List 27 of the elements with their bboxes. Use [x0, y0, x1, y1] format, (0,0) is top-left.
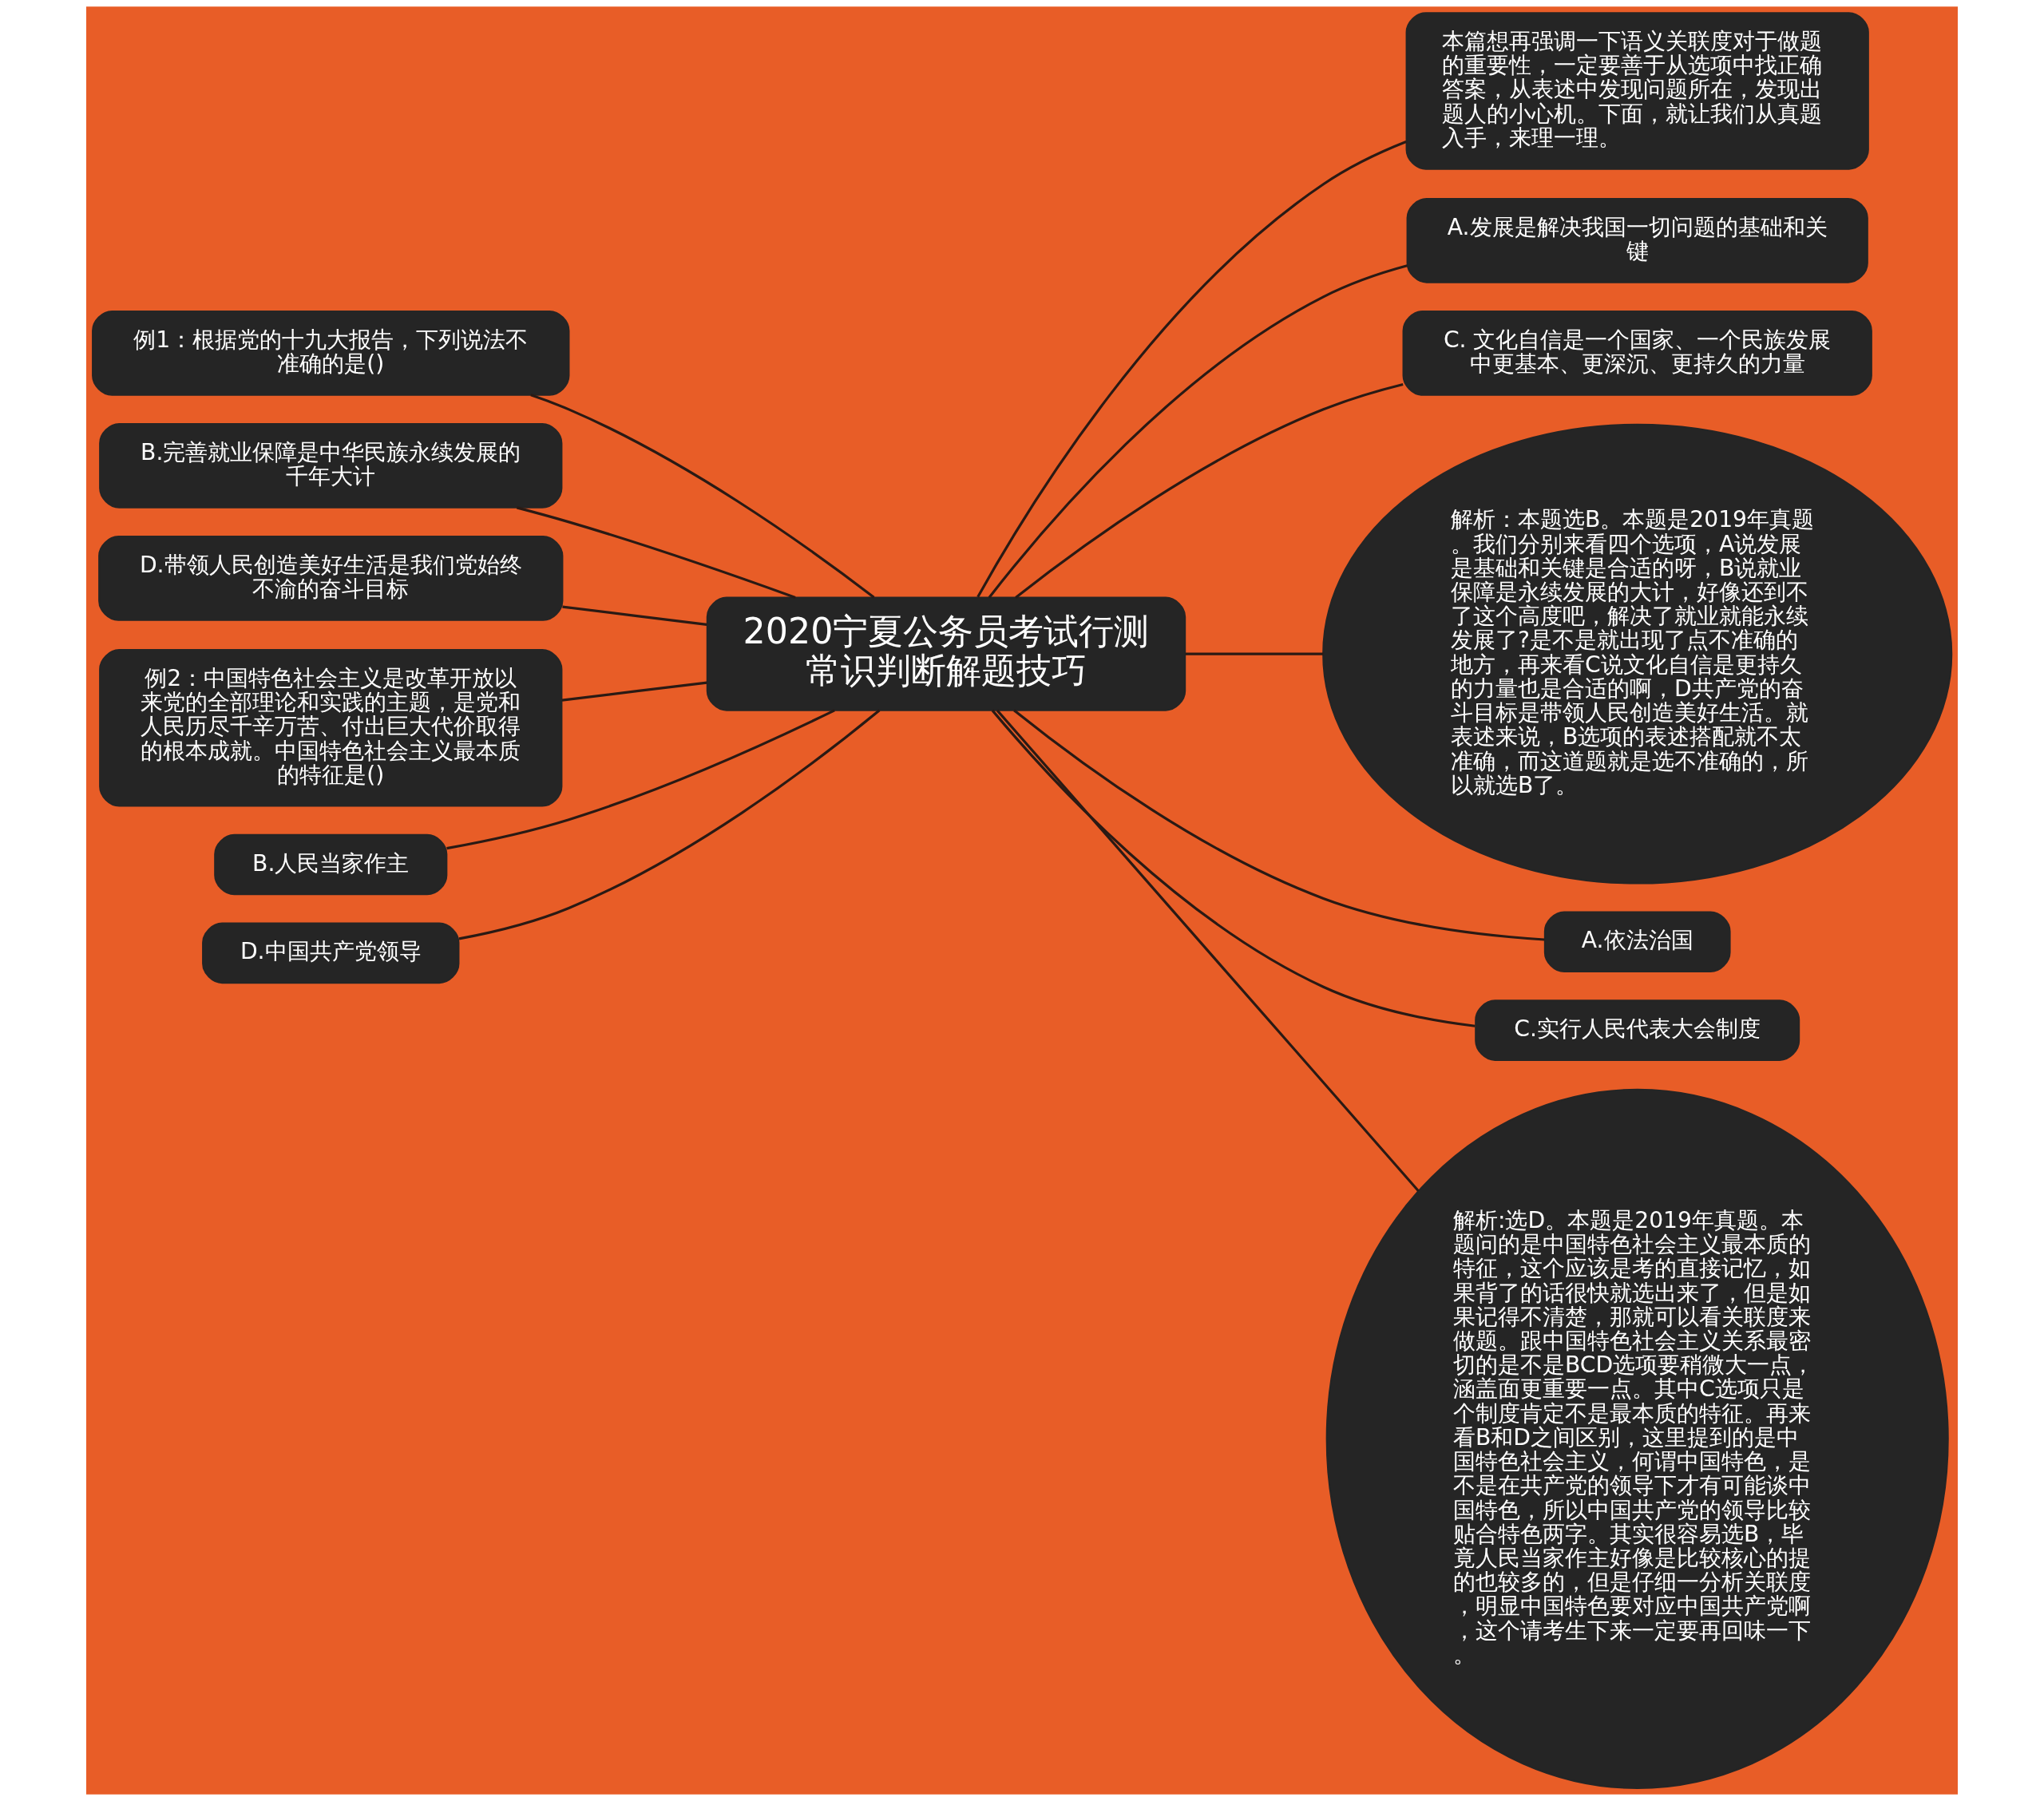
- connector: [530, 394, 875, 599]
- node-box: 2020宁夏公务员考试行测常识判断解题技巧: [706, 596, 1186, 711]
- node-box: A.依法治国: [1543, 911, 1731, 973]
- connector: [991, 709, 1476, 1027]
- connector: [446, 709, 835, 850]
- node-box: A.发展是解决我国一切问题的基础和关键: [1406, 197, 1868, 283]
- connector: [976, 141, 1407, 598]
- connector: [561, 681, 707, 702]
- node-box: B.完善就业保障是中华民族永续发展的千年大计: [99, 423, 563, 509]
- node-box: D.中国共产党领导: [202, 922, 460, 984]
- node-box: 例2：中国特色社会主义是改革开放以来党的全部理论和实践的主题，是党和人民历尽千辛万苦、付出巨大代价取得的根本成就。中国特色社会主义最本质的特征是(): [99, 649, 563, 807]
- connector: [562, 605, 707, 626]
- connector: [988, 264, 1408, 599]
- connector: [996, 709, 1420, 1192]
- node-box: D.带领人民创造美好生活是我们党始终不渝的奋斗目标: [98, 536, 564, 621]
- connector: [458, 709, 881, 940]
- node-box: B.人民当家作主: [214, 833, 448, 896]
- connector: [1185, 652, 1324, 655]
- node-box: C.实行人民代表大会制度: [1475, 999, 1800, 1061]
- node-ellipse: 解析：本题选B。本题是2019年真题。我们分别来看四个选项，A说发展是基础和关键是合适的呀，B说就业保障是永续发展的大计，好像还到不了这个高度吧，解决了就业就能永续发展了?是不是就出现了点不准确的地方，再来看C说文化自信是更持久的力量也是合适的啊，D共产党的奋斗目标是带领人民创造美好生活。就表述来说，B选项的表述搭配就不太准确，而这道题就是选不准确的，所以就选B了。: [1322, 423, 1953, 885]
- node-ellipse: 解析:选D。本题是2019年真题。本题问的是中国特色社会主义最本质的特征，这个应该是考的直接记忆，如果背了的话很快就选出来了，但是如果记得不清楚，那就可以看关联度来做题。跟中国特色社会主义关系最密切的是不是BCD选项要稍微大一点，涵盖面更重要一点。其中C选项只是个制度肯定不是最本质的特征。再来看B和D之间区别，这里提到的是中国特色社会主义，何谓中国特色，是不是在共产党的领导下才有可能谈中国特色，所以中国共产党的领导比较贴合特色两字。其实很容易选B，毕竟人民当家作主好像是比较核心的提的也较多的，但是仔细一分析关联度，明显中国特色要对应中国共产党啊，这个请考生下来一定要再回味一下。: [1325, 1088, 1949, 1789]
- node-box: 例1：根据党的十九大报告，下列说法不准确的是(): [92, 310, 570, 396]
- connector: [1015, 382, 1404, 599]
- connector: [516, 506, 796, 599]
- connector: [1013, 709, 1545, 941]
- node-box: 本篇想再强调一下语义关联度对于做题的重要性，一定要善于从选项中找正确答案，从表述中发现问题所在，发现出题人的小心机。下面，就让我们从真题入手，来理一理。: [1405, 12, 1869, 170]
- node-box: C. 文化自信是一个国家、一个民族发展中更基本、更深沉、更持久的力量: [1402, 310, 1872, 396]
